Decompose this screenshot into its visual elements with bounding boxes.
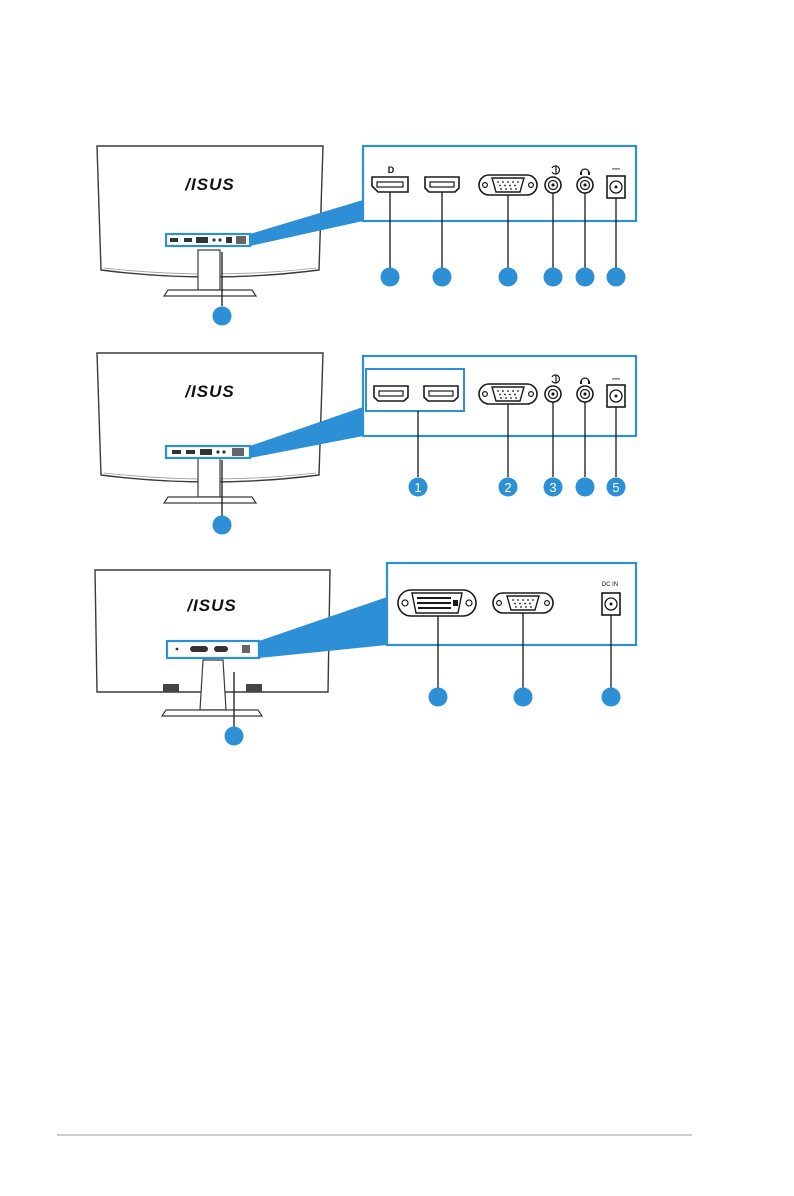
callout-2-3: 3 [549, 480, 556, 495]
vga-port [493, 593, 553, 613]
rear-ports-diagram-2: /ISUS [0, 340, 794, 550]
dvi-port [398, 590, 476, 616]
stand-neck [198, 457, 220, 497]
stand-base [164, 497, 256, 503]
monitor-back-2: /ISUS [97, 353, 323, 503]
monitor-back-1: /ISUS [97, 146, 323, 296]
hdmi-port-2 [424, 386, 458, 401]
callout-2-5: 5 [612, 480, 619, 495]
callout-group-1 [213, 268, 626, 326]
vga-port [479, 384, 537, 404]
stand-base [164, 290, 256, 296]
asus-logo: /ISUS [184, 175, 234, 194]
rear-ports-diagram-3: /ISUS DC IN [0, 550, 794, 750]
asus-logo: /ISUS [186, 596, 236, 615]
displayport-symbol: D [388, 165, 395, 175]
dc-symbol: ⎓ [612, 164, 620, 175]
callout-group-2: 1 2 3 5 [213, 478, 626, 535]
port-strip-mini-2 [166, 446, 250, 458]
callout-2-2: 2 [504, 480, 511, 495]
callout-2-1: 1 [414, 480, 421, 495]
stand-neck [200, 660, 226, 710]
stand-neck [198, 250, 220, 290]
callout-group-3 [225, 688, 621, 746]
dc-in-port: DC IN [602, 582, 620, 615]
port-strip-mini-3 [167, 641, 259, 658]
dc-in-label: DC IN [602, 582, 618, 588]
stand-base [162, 710, 262, 716]
vga-port [479, 175, 537, 195]
foot-right [246, 684, 262, 692]
port-strip-mini-1 [166, 234, 250, 246]
foot-left [163, 684, 179, 692]
hdmi-port [425, 177, 459, 192]
footer-rule [57, 1134, 692, 1136]
asus-logo: /ISUS [184, 382, 234, 401]
rear-ports-diagram-1: /ISUS D [0, 0, 794, 340]
hdmi-port-1 [374, 386, 408, 401]
dc-symbol: ⎓ [612, 374, 620, 385]
